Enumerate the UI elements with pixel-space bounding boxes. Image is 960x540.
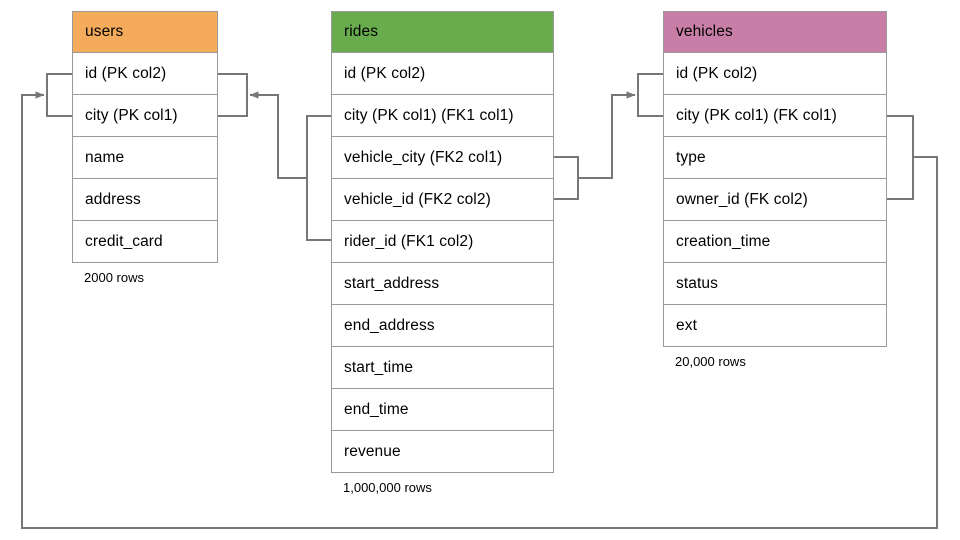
field-label: credit_card [85, 232, 163, 250]
connector-rides-fk2-to-vehicles [578, 91, 636, 179]
entity-rides-header: rides [331, 11, 554, 53]
field-users-id[interactable]: id (PK col2) [72, 53, 218, 95]
field-label: id (PK col2) [344, 64, 426, 82]
field-label: status [676, 274, 718, 292]
field-vehicles-id[interactable]: id (PK col2) [663, 53, 887, 95]
entity-users-title: users [85, 23, 124, 40]
entity-vehicles[interactable]: vehicles id (PK col2) city (PK col1) (FK… [663, 11, 887, 369]
entity-vehicles-title: vehicles [676, 23, 733, 40]
field-rides-rider-id[interactable]: rider_id (FK1 col2) [331, 221, 554, 263]
entity-rides[interactable]: rides id (PK col2) city (PK col1) (FK1 c… [331, 11, 554, 495]
field-label: start_address [344, 274, 440, 292]
field-vehicles-owner-id[interactable]: owner_id (FK col2) [663, 179, 887, 221]
field-rides-start-time[interactable]: start_time [331, 347, 554, 389]
entity-users-header: users [72, 11, 218, 53]
field-label: type [676, 148, 706, 166]
field-rides-start-address[interactable]: start_address [331, 263, 554, 305]
field-label: city (PK col1) [85, 106, 178, 124]
field-vehicles-creation-time[interactable]: creation_time [663, 221, 887, 263]
field-rides-id[interactable]: id (PK col2) [331, 53, 554, 95]
field-vehicles-city[interactable]: city (PK col1) (FK col1) [663, 95, 887, 137]
field-users-credit-card[interactable]: credit_card [72, 221, 218, 263]
field-users-city[interactable]: city (PK col1) [72, 95, 218, 137]
field-label: vehicle_city (FK2 col1) [344, 148, 503, 166]
entity-vehicles-header: vehicles [663, 11, 887, 53]
connector-rides-fk1-bracket [306, 115, 331, 241]
entity-users[interactable]: users id (PK col2) city (PK col1) name a… [72, 11, 218, 285]
field-label: id (PK col2) [676, 64, 758, 82]
connector-users-pk-bracket-right [218, 73, 248, 117]
field-vehicles-status[interactable]: status [663, 263, 887, 305]
entity-users-row-count: 2000 rows [84, 270, 144, 285]
field-label: creation_time [676, 232, 771, 250]
entity-rides-row-count: 1,000,000 rows [343, 480, 432, 495]
field-label: start_time [344, 358, 414, 376]
field-label: owner_id (FK col2) [676, 190, 808, 208]
field-label: address [85, 190, 141, 208]
field-label: city (PK col1) (FK1 col1) [344, 106, 514, 124]
field-rides-vehicle-city[interactable]: vehicle_city (FK2 col1) [331, 137, 554, 179]
field-rides-city[interactable]: city (PK col1) (FK1 col1) [331, 95, 554, 137]
connector-vehicles-fk-bracket [887, 115, 914, 200]
field-label: name [85, 148, 125, 166]
entity-rides-title: rides [344, 23, 379, 40]
connector-users-pk-bracket-left [46, 73, 72, 117]
field-label: id (PK col2) [85, 64, 167, 82]
connector-rides-fk1-to-users [249, 91, 307, 179]
field-label: revenue [344, 442, 401, 460]
field-rides-end-address[interactable]: end_address [331, 305, 554, 347]
field-label: city (PK col1) (FK col1) [676, 106, 837, 124]
field-users-name[interactable]: name [72, 137, 218, 179]
connector-vehicles-pk-bracket-left [637, 73, 663, 117]
field-label: end_time [344, 400, 409, 418]
field-vehicles-type[interactable]: type [663, 137, 887, 179]
field-vehicles-ext[interactable]: ext [663, 305, 887, 347]
field-label: vehicle_id (FK2 col2) [344, 190, 491, 208]
field-rides-end-time[interactable]: end_time [331, 389, 554, 431]
field-rides-vehicle-id[interactable]: vehicle_id (FK2 col2) [331, 179, 554, 221]
field-label: end_address [344, 316, 435, 334]
entity-vehicles-row-count: 20,000 rows [675, 354, 746, 369]
field-label: ext [676, 316, 697, 334]
field-rides-revenue[interactable]: revenue [331, 431, 554, 473]
field-users-address[interactable]: address [72, 179, 218, 221]
field-label: rider_id (FK1 col2) [344, 232, 474, 250]
connector-rides-fk2-bracket [554, 156, 579, 200]
